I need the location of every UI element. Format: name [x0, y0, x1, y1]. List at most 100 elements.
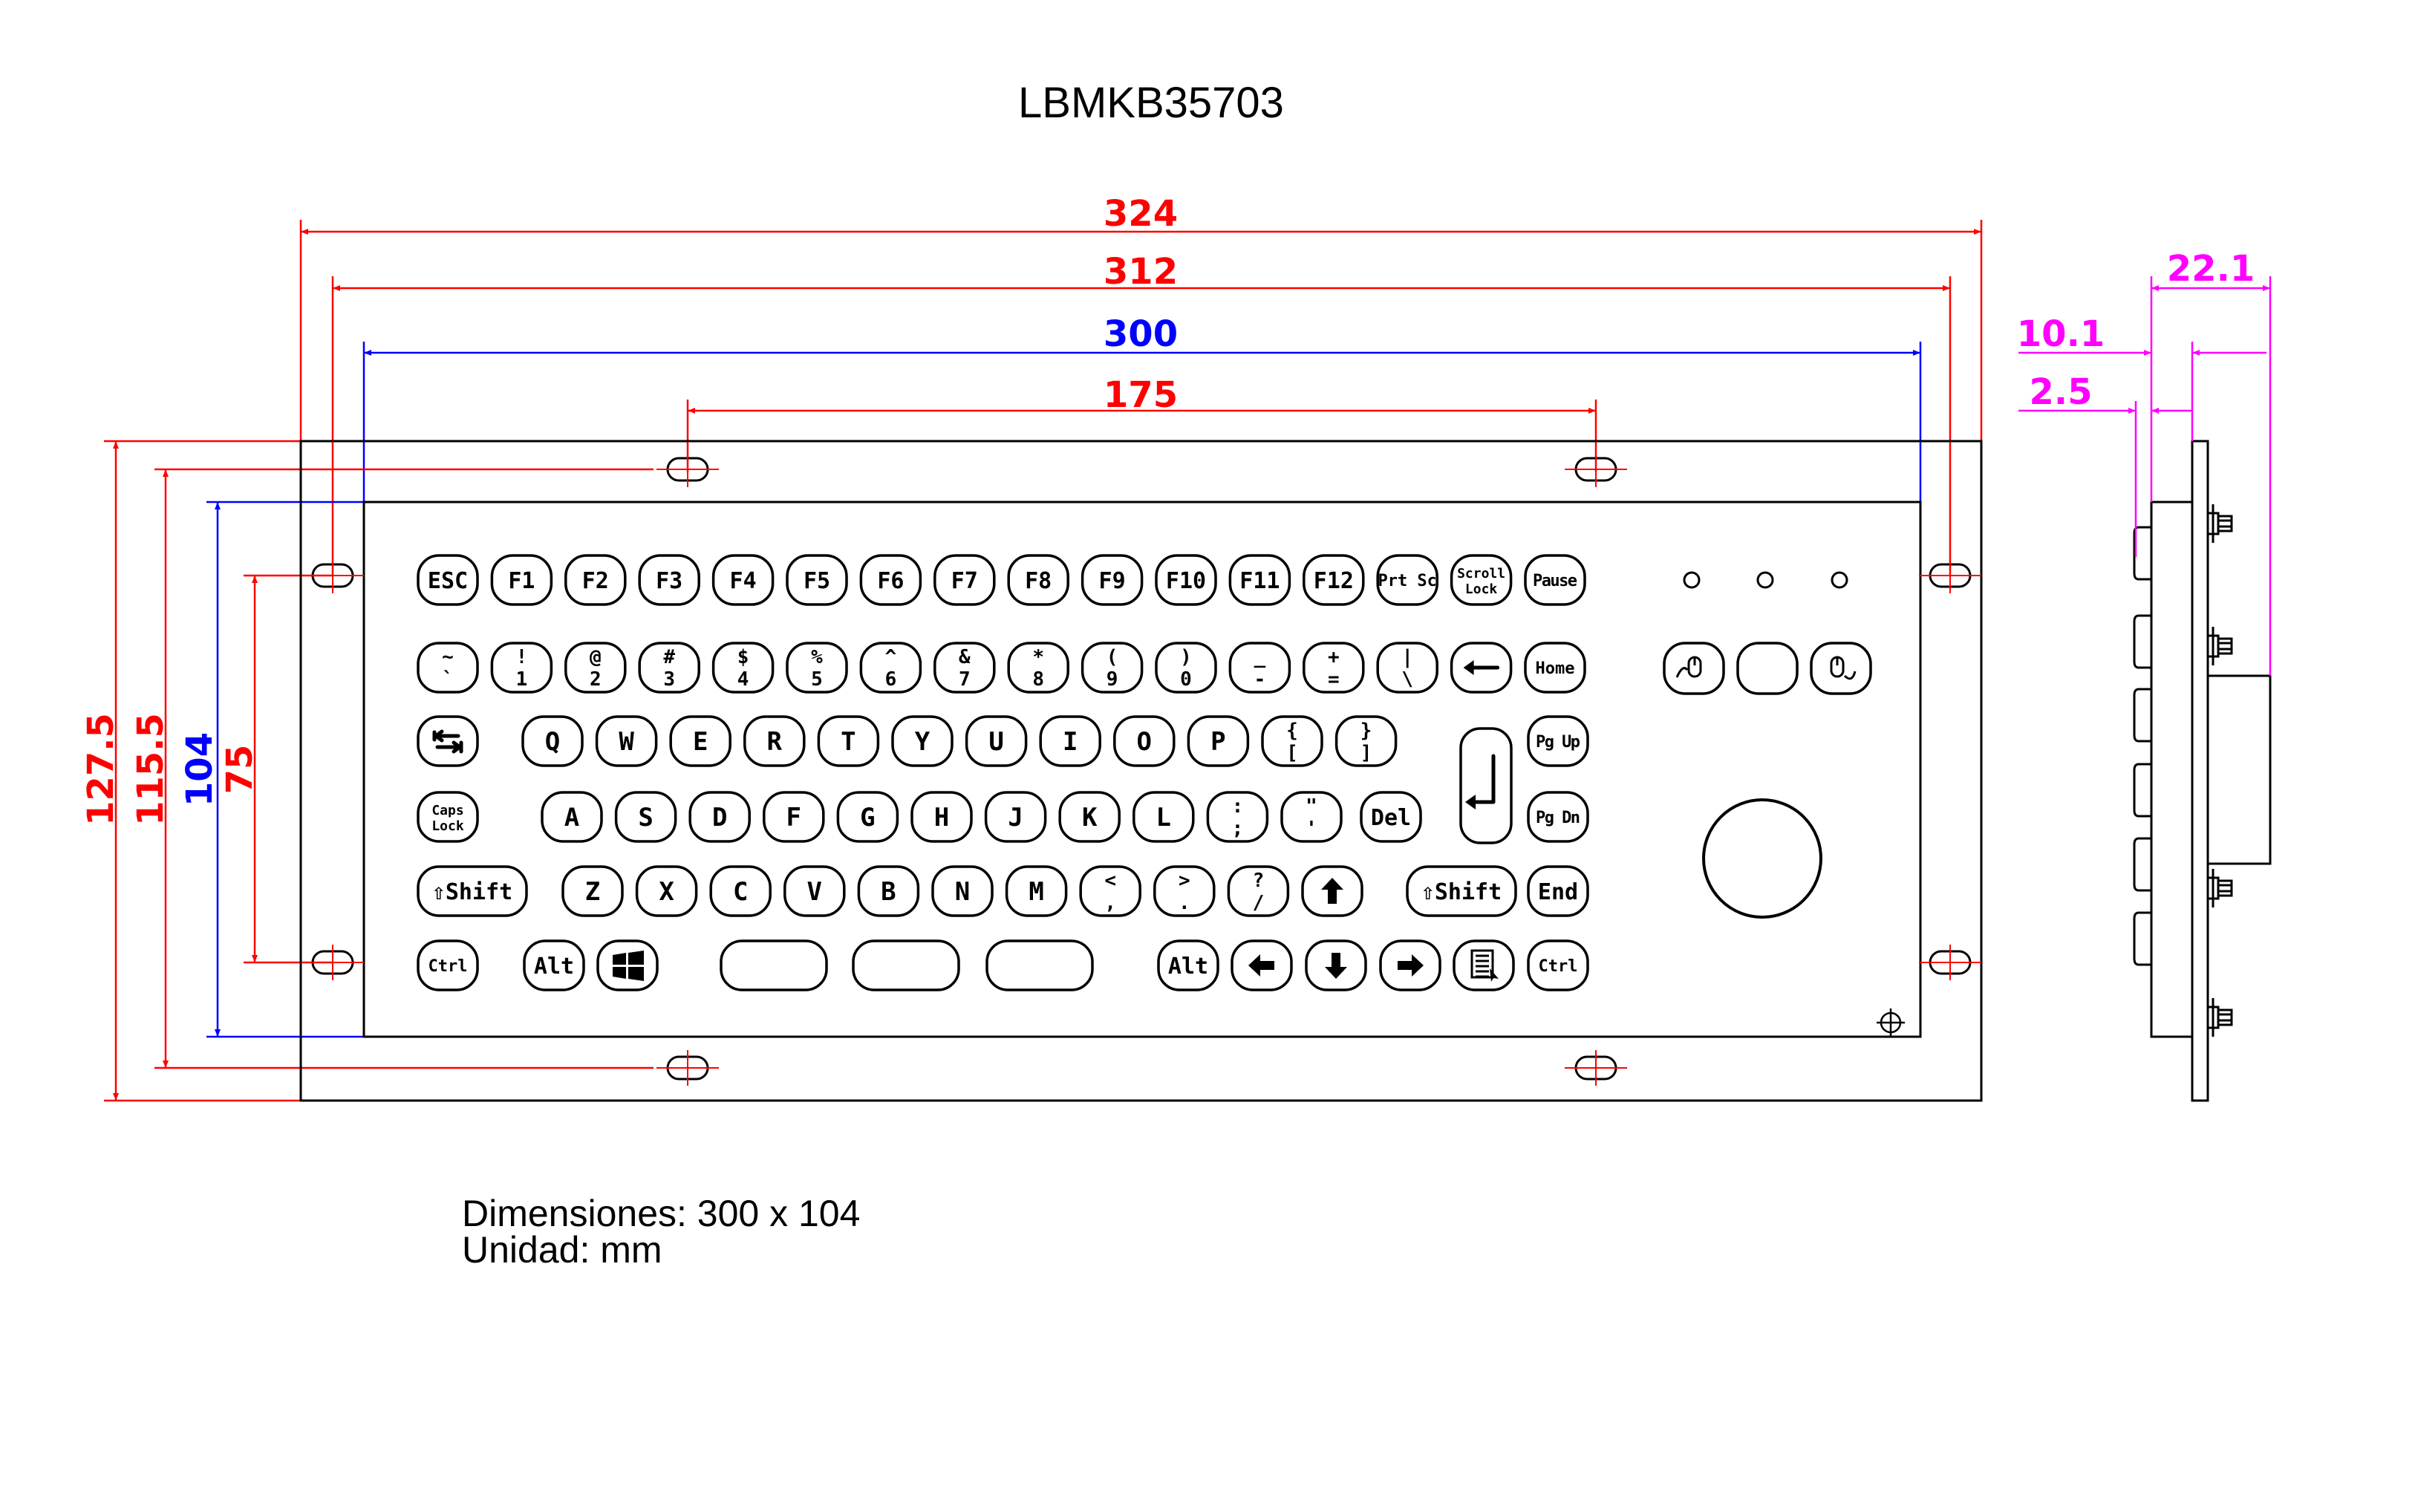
key-symbol[interactable]: _- [1228, 642, 1291, 694]
key-f[interactable]: F [763, 791, 825, 843]
dimension-300: 300 [1104, 313, 1178, 355]
key-y[interactable]: Y [891, 715, 954, 767]
key-down[interactable] [1305, 939, 1367, 991]
spacebar-key[interactable] [852, 939, 960, 991]
key-right[interactable] [1379, 939, 1441, 991]
key-5[interactable]: %5 [786, 642, 848, 694]
key-shift[interactable]: ⇧Shift [1406, 865, 1517, 917]
key-c[interactable]: C [709, 865, 772, 917]
trackball-icon[interactable] [1702, 798, 1822, 919]
mouse-right-button[interactable] [1810, 642, 1872, 695]
key-0[interactable]: )0 [1155, 642, 1217, 694]
spacebar-key[interactable] [720, 939, 828, 991]
key-f9[interactable]: F9 [1081, 554, 1144, 606]
key-label: ( [1107, 646, 1118, 668]
key-symbol[interactable]: ?/ [1227, 865, 1290, 917]
key-shift[interactable]: ⇧Shift [417, 865, 528, 917]
key-f11[interactable]: F11 [1228, 554, 1291, 606]
key-symbol[interactable]: <, [1079, 865, 1141, 917]
key-6[interactable]: ^6 [859, 642, 922, 694]
key-k[interactable]: K [1058, 791, 1121, 843]
key-ctrl[interactable]: Ctrl [417, 939, 479, 991]
key-s[interactable]: S [614, 791, 677, 843]
key-4[interactable]: $4 [711, 642, 775, 694]
key-windows[interactable] [596, 939, 659, 991]
key-symbol[interactable]: }] [1334, 715, 1398, 767]
key-tab[interactable] [417, 715, 479, 767]
key-symbol[interactable]: += [1303, 642, 1365, 694]
key-w[interactable]: W [595, 715, 658, 767]
key-3[interactable]: #3 [638, 642, 700, 694]
key-z[interactable]: Z [561, 865, 624, 917]
key-a[interactable]: A [541, 791, 603, 843]
key-o[interactable]: O [1113, 715, 1176, 767]
key-f7[interactable]: F7 [933, 554, 996, 606]
key-end[interactable]: End [1527, 865, 1589, 917]
key-j[interactable]: J [984, 791, 1047, 843]
key-label: : [1232, 795, 1244, 818]
key-f2[interactable]: F2 [564, 554, 627, 606]
key-f5[interactable]: F5 [786, 554, 848, 606]
key-alt[interactable]: Alt [1157, 939, 1219, 991]
key-symbol[interactable]: {[ [1261, 715, 1323, 767]
key-label: ^ [885, 646, 897, 668]
key-ctrl[interactable]: Ctrl [1527, 939, 1589, 991]
key-label: J [1008, 803, 1023, 832]
key-d[interactable]: D [688, 791, 751, 843]
key-x[interactable]: X [635, 865, 698, 917]
key-del[interactable]: Del [1360, 791, 1422, 843]
key-prt-sc[interactable]: Prt Sc [1376, 554, 1438, 606]
key-esc[interactable]: ESC [417, 554, 479, 606]
key-pause[interactable]: Pause [1524, 554, 1586, 606]
key-symbol[interactable]: ~` [417, 642, 479, 694]
key-r[interactable]: R [743, 715, 806, 767]
key-i[interactable]: I [1039, 715, 1101, 767]
key-l[interactable]: L [1132, 791, 1195, 843]
key-alt[interactable]: Alt [523, 939, 585, 991]
key-up[interactable] [1301, 865, 1363, 917]
key-f4[interactable]: F4 [711, 554, 775, 606]
key-e[interactable]: E [669, 715, 731, 767]
key-b[interactable]: B [857, 865, 920, 917]
key-label: H [934, 803, 949, 832]
key-u[interactable]: U [965, 715, 1028, 767]
key-m[interactable]: M [1005, 865, 1068, 917]
key-label: \ [1401, 668, 1413, 691]
key-7[interactable]: &7 [933, 642, 996, 694]
key-symbol[interactable]: "' [1280, 791, 1343, 843]
key-v[interactable]: V [783, 865, 846, 917]
key-g[interactable]: G [836, 791, 899, 843]
mouse-left-button[interactable] [1663, 642, 1725, 695]
key-9[interactable]: (9 [1081, 642, 1144, 694]
key-8[interactable]: *8 [1007, 642, 1069, 694]
key-pg-up[interactable]: Pg Up [1527, 715, 1589, 767]
key-f6[interactable]: F6 [859, 554, 922, 606]
key-f1[interactable]: F1 [490, 554, 553, 606]
key-f8[interactable]: F8 [1007, 554, 1069, 606]
key-symbol[interactable]: |\ [1376, 642, 1438, 694]
key-f12[interactable]: F12 [1303, 554, 1365, 606]
key-home[interactable]: Home [1524, 642, 1586, 694]
key-f10[interactable]: F10 [1155, 554, 1217, 606]
key-backspace[interactable] [1450, 642, 1513, 694]
key-1[interactable]: !1 [490, 642, 553, 694]
windows-logo-icon [613, 951, 644, 981]
key-2[interactable]: @2 [564, 642, 627, 694]
key-pg-dn[interactable]: Pg Dn [1527, 791, 1589, 843]
spacebar-key[interactable] [985, 939, 1094, 991]
key-menu[interactable] [1453, 939, 1515, 991]
key-q[interactable]: Q [521, 715, 584, 767]
key-f3[interactable]: F3 [638, 554, 700, 606]
key-left[interactable] [1231, 939, 1293, 991]
key-symbol[interactable]: >. [1153, 865, 1216, 917]
key-label: F3 [656, 568, 682, 594]
key-t[interactable]: T [817, 715, 880, 767]
key-h[interactable]: H [910, 791, 973, 843]
key-enter[interactable] [1459, 727, 1513, 844]
mouse-middle-button[interactable] [1736, 642, 1799, 695]
key-symbol[interactable]: :; [1206, 791, 1269, 843]
key-p[interactable]: P [1187, 715, 1250, 767]
key-n[interactable]: N [931, 865, 994, 917]
